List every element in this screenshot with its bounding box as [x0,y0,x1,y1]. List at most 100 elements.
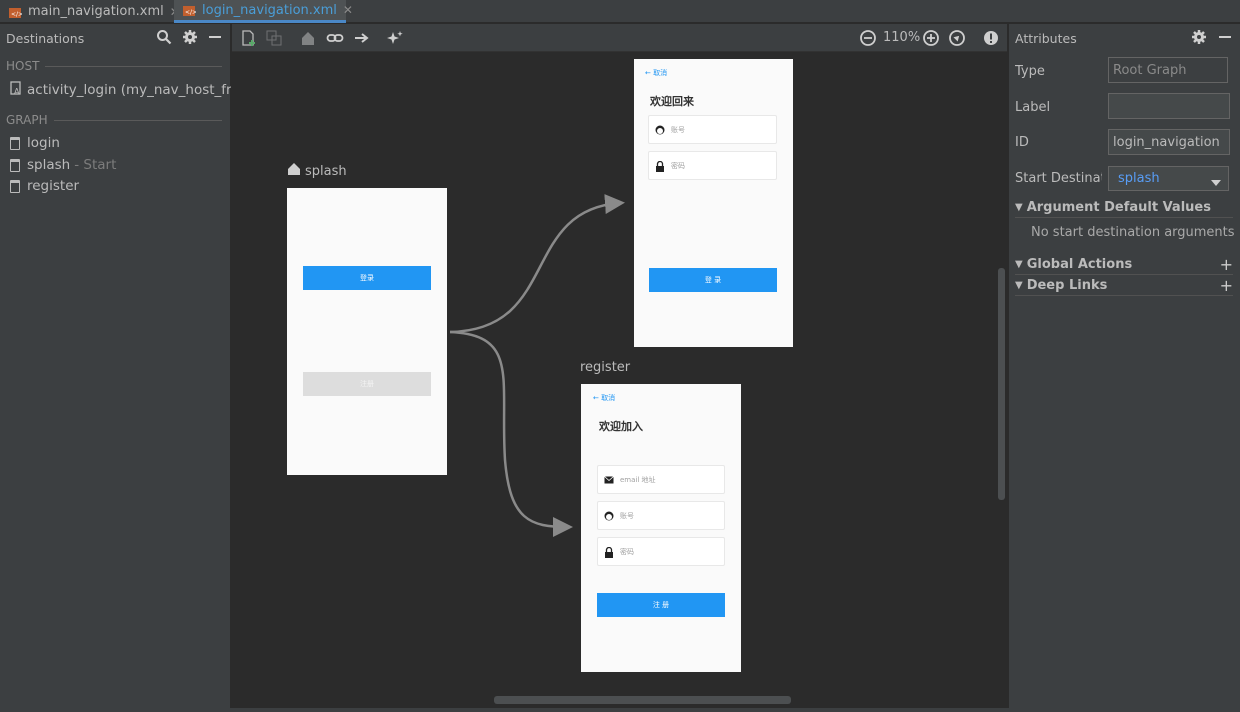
id-field[interactable]: login_navigation [1108,129,1230,155]
back-link: ← 取消 [593,394,616,402]
destination-label: register [27,178,80,194]
graph-section: GRAPH [6,113,222,127]
expand-triangle-icon: ▼ [1015,280,1023,291]
search-icon[interactable] [156,29,172,48]
destination-title: register [580,360,631,375]
back-label: 取消 [653,69,668,77]
editor-tab-bar: </> main_navigation.xml ✕ </> login_navi… [0,0,1240,23]
activity-icon: A [10,81,22,99]
back-link: ← 取消 [645,69,668,77]
splash-register-button: 注册 [303,372,431,396]
register-destination[interactable]: ← 取消 欢迎加入 email 地址 账号 密码 注 册 [581,384,741,672]
login-heading: 欢迎回来 [650,95,694,108]
add-icon[interactable]: + [1219,255,1233,274]
field-placeholder: 账号 [671,125,685,134]
attributes-panel: Attributes Type Root Graph Label ID logi… [1008,24,1240,708]
field-placeholder: 账号 [620,511,634,520]
section-label: HOST [6,59,40,73]
link-icon[interactable] [326,29,344,47]
zoom-to-fit-icon[interactable] [948,29,966,47]
expand-triangle-icon: ▼ [1015,202,1023,213]
splash-login-button: 登录 [303,266,431,290]
destinations-panel: Destinations HOST A activity_login (my_n… [0,24,231,708]
fragment-icon [10,179,20,193]
start-destination-select[interactable]: splash [1108,166,1229,191]
type-label: Type [1015,64,1045,79]
close-icon[interactable]: ✕ [342,3,353,17]
group-label: Global Actions [1026,257,1133,272]
chevron-down-icon [1211,176,1221,191]
graph-toolbar: 110% [232,24,1007,52]
destination-label: splash [27,157,71,173]
login-submit-button: 登 录 [649,268,777,292]
destination-title: splash [305,163,347,179]
action-splash-to-register [449,330,573,537]
status-bar [0,708,1240,712]
warning-icon[interactable] [982,29,1000,47]
global-actions-group[interactable]: ▼ Global Actions + [1015,255,1233,275]
label-field[interactable] [1108,93,1230,119]
svg-text:</>: </> [185,9,196,16]
register-heading: 欢迎加入 [599,420,643,433]
register-email-field: email 地址 [597,465,725,494]
gear-icon[interactable] [182,29,198,48]
tab-login-navigation[interactable]: </> login_navigation.xml ✕ [174,0,353,23]
field-placeholder: email 地址 [620,475,656,484]
arrow-right-icon[interactable] [352,29,370,47]
collapse-icon[interactable] [1218,29,1232,49]
home-icon[interactable] [299,29,317,47]
svg-text:A: A [14,87,20,95]
destination-item-register[interactable]: register [10,178,231,194]
destination-label: login [27,135,60,151]
new-destination-icon[interactable] [240,29,258,47]
auto-arrange-icon[interactable] [386,29,404,47]
login-password-field: 密码 [648,151,777,180]
panel-title: Destinations [6,30,85,46]
start-suffix: - Start [74,157,117,173]
host-item[interactable]: A activity_login (my_nav_host_fragm [10,81,231,99]
xml-file-icon: </> [8,5,23,19]
deep-links-group[interactable]: ▼ Deep Links + [1015,276,1233,296]
type-field: Root Graph [1108,57,1228,83]
login-destination[interactable]: ← 取消 欢迎回来 账号 密码 登 录 [634,59,793,347]
tab-label: main_navigation.xml [28,4,164,19]
field-placeholder: 密码 [671,161,685,170]
panel-title: Attributes [1015,31,1077,46]
gear-icon[interactable] [1191,29,1207,49]
login-account-field: 账号 [648,115,777,144]
add-icon[interactable]: + [1219,276,1233,295]
register-destination-title: register [580,360,630,375]
tab-label: login_navigation.xml [202,2,337,18]
zoom-out-icon[interactable] [859,29,877,47]
action-splash-to-login [449,194,625,334]
register-password-field: 密码 [597,537,725,566]
no-arguments-message: No start destination arguments [1031,225,1235,240]
register-submit-button: 注 册 [597,593,725,617]
register-account-field: 账号 [597,501,725,530]
expand-triangle-icon: ▼ [1015,259,1023,270]
user-icon [604,511,614,521]
splash-destination[interactable]: 登录 注册 [287,188,447,475]
host-section: HOST [6,59,222,73]
back-label: 取消 [601,394,616,402]
field-placeholder: 密码 [620,547,634,556]
argument-defaults-group[interactable]: ▼ Argument Default Values [1015,200,1233,218]
xml-file-icon: </> [182,3,197,17]
mail-icon [604,475,614,485]
section-label: GRAPH [6,113,48,127]
zoom-in-icon[interactable] [922,29,940,47]
zoom-level: 110% [883,30,921,45]
destination-item-splash[interactable]: splash - Start [10,157,231,173]
destination-item-login[interactable]: login [10,135,231,151]
host-label: activity_login (my_nav_host_fragm [27,82,231,98]
selected-value: splash [1118,171,1160,186]
nested-graph-icon[interactable] [265,29,283,47]
start-destination-label: Start Destinati [1015,171,1102,186]
horizontal-scrollbar[interactable] [494,696,791,704]
fragment-icon [10,136,20,150]
id-label: ID [1015,135,1029,150]
collapse-icon[interactable] [208,29,222,48]
vertical-scrollbar[interactable] [998,268,1005,500]
splash-destination-title: splash [287,162,347,180]
